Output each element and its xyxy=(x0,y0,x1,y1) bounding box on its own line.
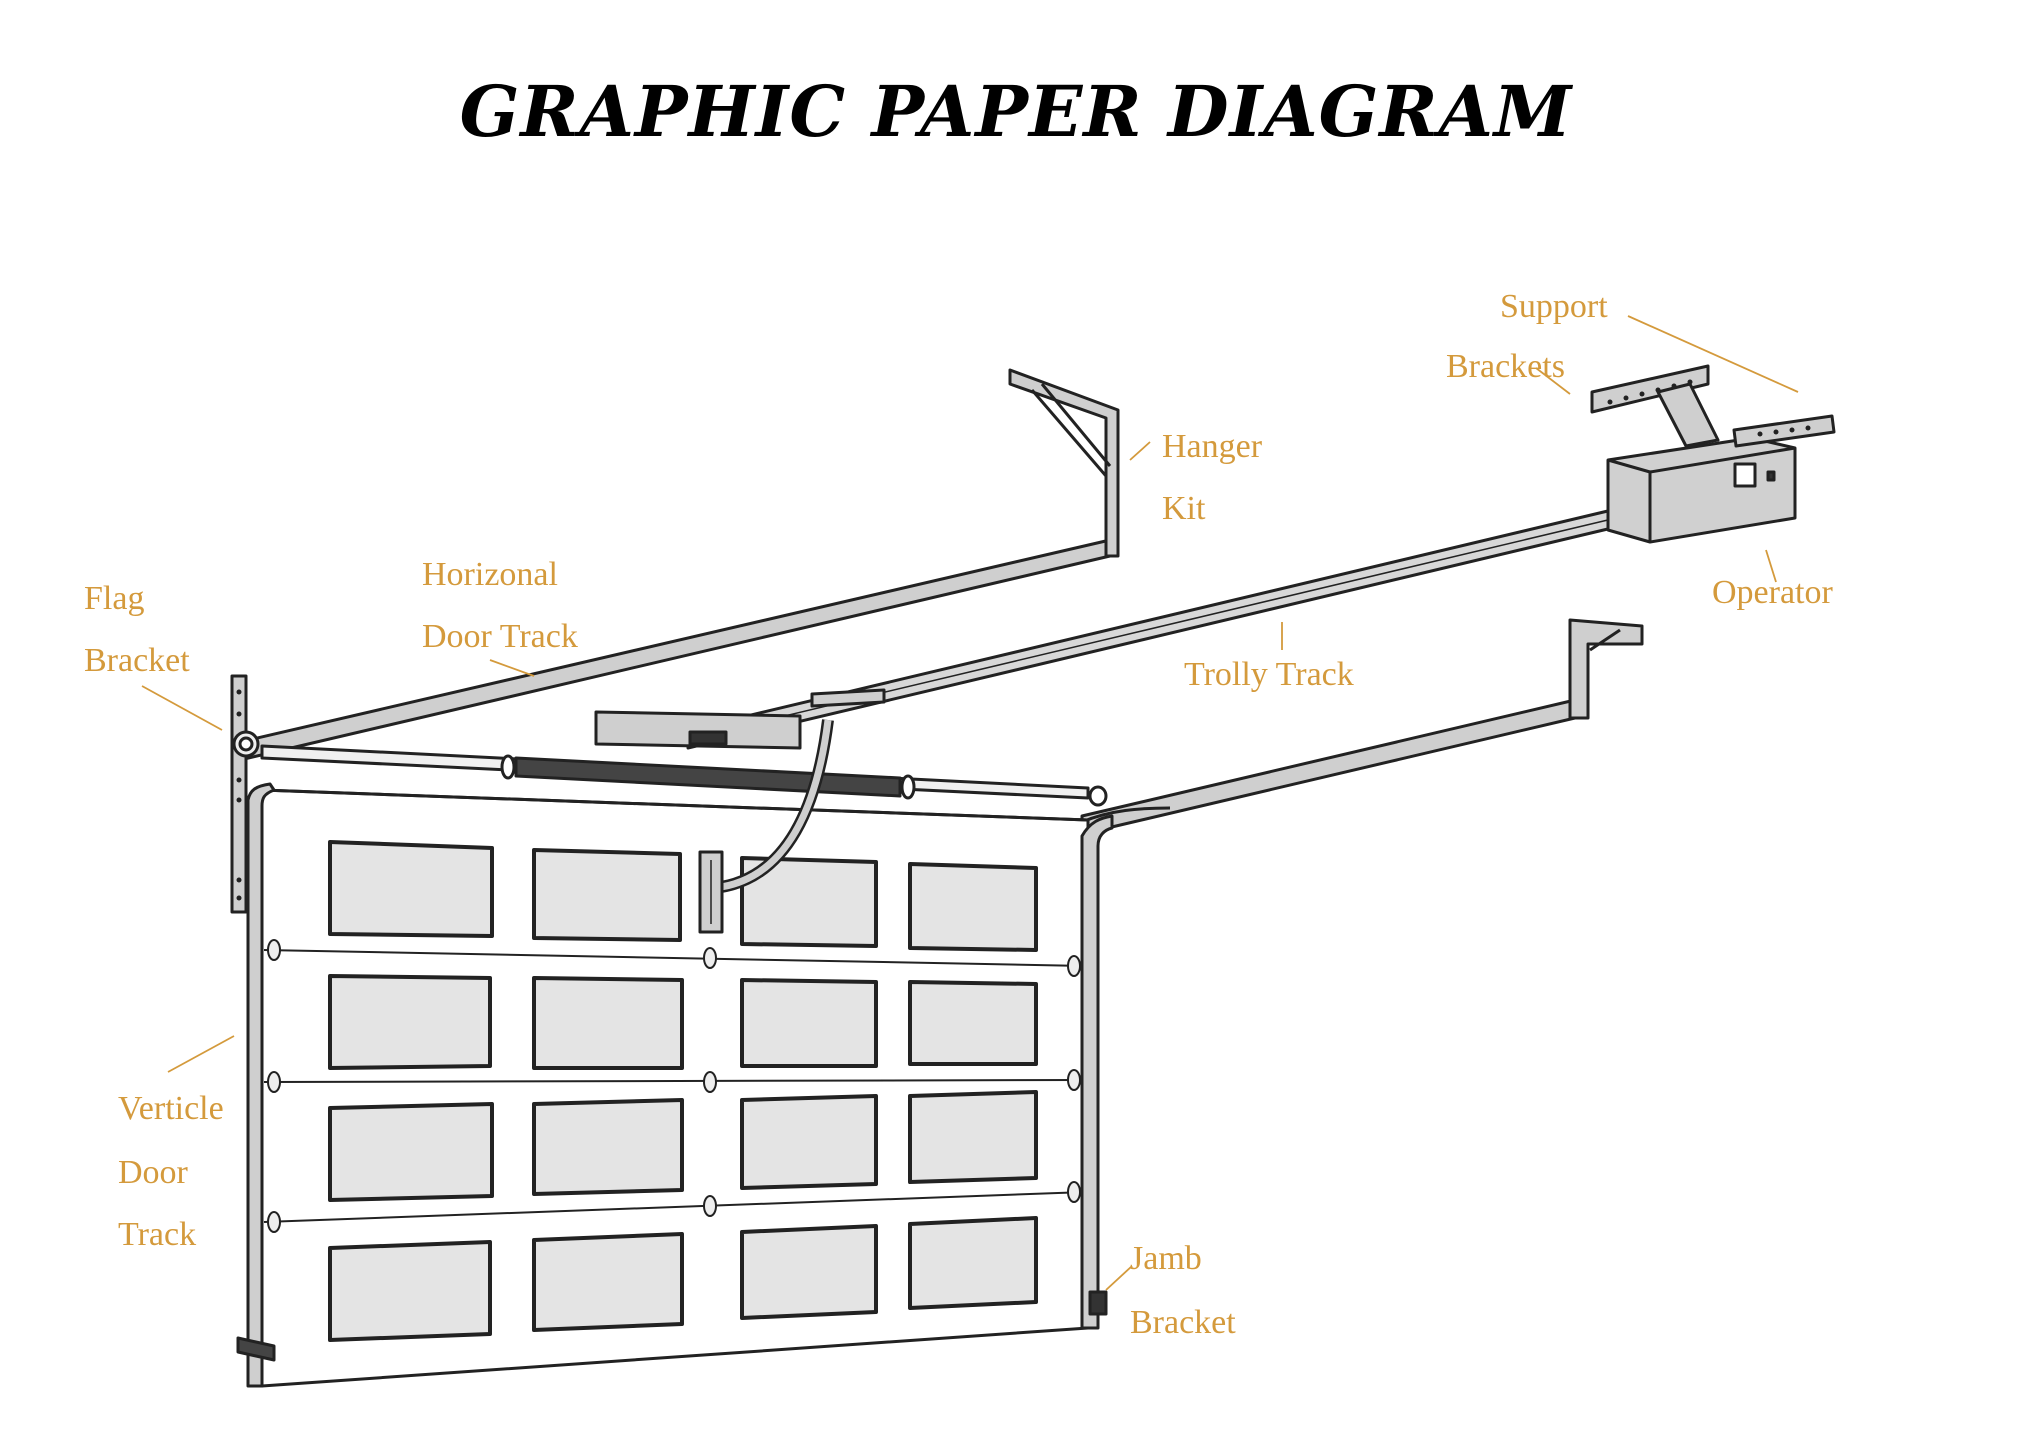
flag-bracket xyxy=(230,674,260,914)
label-brackets: Brackets xyxy=(1446,348,1565,385)
label-operator: Operator xyxy=(1712,574,1833,611)
label-hanger: Hanger xyxy=(1162,428,1263,465)
operator-arm xyxy=(698,719,834,934)
hanger-kit-right xyxy=(1568,618,1644,720)
label-trolly-track: Trolly Track xyxy=(1184,656,1354,693)
horizontal-door-track-right xyxy=(1080,698,1577,836)
label-jamb: Jamb xyxy=(1130,1240,1202,1277)
hanger-kit-left xyxy=(1008,368,1120,558)
door-windows xyxy=(328,840,1038,1342)
label-verticle-door: Door xyxy=(118,1154,188,1191)
label-flag: Flag xyxy=(84,580,145,617)
support-brackets xyxy=(1590,364,1836,448)
garage-door-panel xyxy=(260,788,1090,1388)
label-door-track: Door Track xyxy=(422,618,578,655)
label-support: Support xyxy=(1500,288,1608,325)
label-horizonal: Horizonal xyxy=(422,556,558,593)
label-verticle-track: Track xyxy=(118,1216,197,1253)
operator-unit xyxy=(1606,436,1797,544)
leader-lines xyxy=(141,315,1799,1291)
jamb-bracket xyxy=(236,1290,1108,1362)
vertical-door-track-left xyxy=(246,782,276,1388)
label-verticle: Verticle xyxy=(118,1090,224,1127)
label-flag-bracket: Bracket xyxy=(84,642,190,679)
page-title: GRAPHIC PAPER DIAGRAM xyxy=(459,70,1573,153)
trolly-track xyxy=(686,508,1614,750)
label-jamb-bracket: Bracket xyxy=(1130,1304,1236,1341)
vertical-door-track-right xyxy=(1080,814,1114,1330)
trolley-carriage xyxy=(594,710,802,750)
label-kit: Kit xyxy=(1162,490,1206,527)
torsion-shaft xyxy=(260,744,1108,807)
